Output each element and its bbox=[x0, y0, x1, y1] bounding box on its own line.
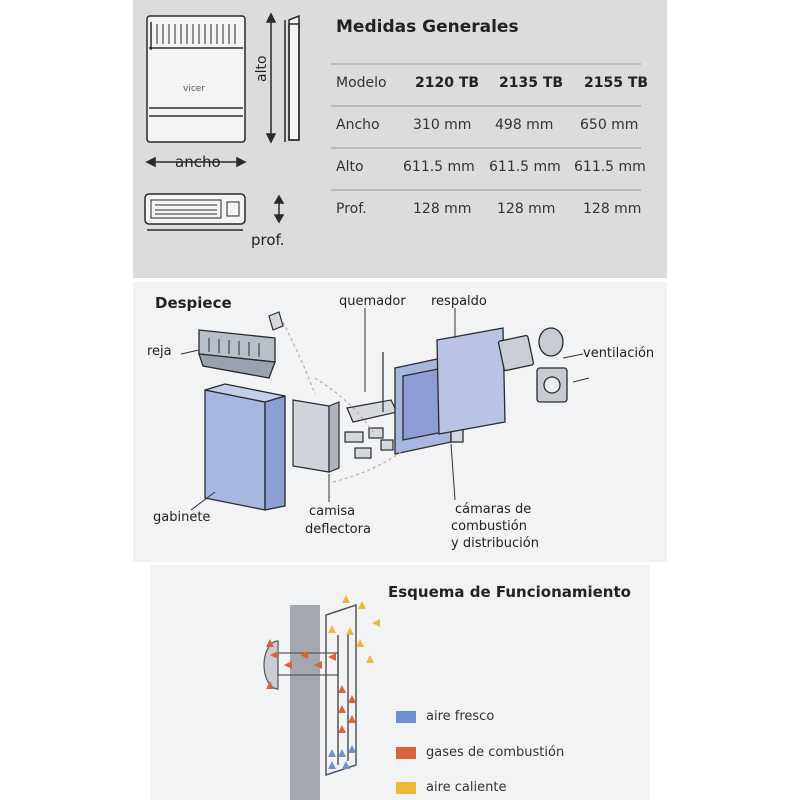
reja-part bbox=[198, 329, 276, 379]
table-header-model: 2155 TB bbox=[584, 75, 649, 91]
dim-label-ancho: ancho bbox=[175, 153, 221, 171]
quemador-part bbox=[268, 311, 398, 459]
row-label: Ancho bbox=[336, 117, 380, 133]
label-quemador: quemador bbox=[339, 294, 406, 309]
table-cell: 498 mm bbox=[495, 117, 554, 133]
medidas-drawings bbox=[144, 12, 641, 231]
table-header-model: 2135 TB bbox=[499, 75, 564, 91]
row-label: Prof. bbox=[336, 201, 367, 217]
label-reja: reja bbox=[147, 344, 172, 359]
front-view-heater bbox=[146, 15, 246, 143]
row-label: Alto bbox=[336, 159, 364, 175]
label-camaras-3: y distribución bbox=[451, 536, 539, 551]
gabinete-part bbox=[204, 383, 286, 511]
ventilacion-part bbox=[536, 327, 568, 403]
label-ventilacion: ventilación bbox=[583, 346, 655, 361]
table-cell: 128 mm bbox=[497, 201, 556, 217]
despiece-title: Despiece bbox=[155, 294, 232, 312]
legend-swatch-gases bbox=[396, 747, 416, 759]
esquema-panel: Esquema de Funcionamiento aire fresco ga… bbox=[150, 565, 650, 800]
dimension-arrows bbox=[145, 12, 285, 224]
hot-air-arrows bbox=[328, 595, 380, 663]
table-cell: 611.5 mm bbox=[574, 159, 646, 175]
table-cell: 128 mm bbox=[413, 201, 472, 217]
medidas-generales-panel: vicer alto ancho prof. Medidas Generales… bbox=[133, 0, 667, 278]
label-camaras-2: combustión bbox=[451, 519, 527, 534]
legend-label-aire-caliente: aire caliente bbox=[426, 780, 507, 795]
medidas-title: Medidas Generales bbox=[336, 17, 519, 37]
assembly-guide-lines bbox=[282, 321, 402, 483]
respaldo-part bbox=[436, 327, 535, 435]
table-cell: 611.5 mm bbox=[403, 159, 475, 175]
airflow-schematic bbox=[263, 595, 416, 800]
combustion-gas-arrows bbox=[266, 639, 356, 733]
label-gabinete: gabinete bbox=[153, 510, 211, 525]
dim-label-alto: alto bbox=[254, 55, 270, 82]
label-deflectora: deflectora bbox=[305, 522, 371, 537]
brand-logo: vicer bbox=[183, 84, 206, 94]
legend-label-gases: gases de combustión bbox=[426, 745, 565, 760]
exploded-view-drawing bbox=[180, 308, 590, 511]
outer-vent-cap bbox=[263, 640, 279, 690]
legend-label-aire-fresco: aire fresco bbox=[426, 709, 495, 724]
legend-swatch-aire-fresco bbox=[396, 711, 416, 723]
legend-swatch-aire-caliente bbox=[396, 782, 416, 794]
side-view-heater bbox=[284, 14, 300, 142]
legend-swatches bbox=[396, 711, 416, 794]
heater-outline bbox=[325, 603, 357, 777]
label-camisa: camisa bbox=[309, 504, 356, 519]
table-header-model: 2120 TB bbox=[415, 75, 480, 91]
label-respaldo: respaldo bbox=[431, 294, 487, 309]
table-header-modelo: Modelo bbox=[336, 75, 387, 91]
label-camaras-1: cámaras de bbox=[455, 502, 532, 517]
table-rules bbox=[331, 63, 641, 191]
fresh-air-arrows bbox=[328, 745, 356, 769]
despiece-panel: Despiece reja quemador respaldo ventilac… bbox=[133, 282, 667, 562]
label-leader-lines bbox=[180, 308, 590, 511]
table-cell: 650 mm bbox=[580, 117, 639, 133]
camisa-deflectora-part bbox=[292, 399, 340, 473]
wall bbox=[290, 605, 320, 800]
top-view-heater bbox=[144, 193, 246, 231]
esquema-title: Esquema de Funcionamiento bbox=[388, 583, 631, 601]
dim-label-prof: prof. bbox=[251, 231, 285, 249]
table-cell: 611.5 mm bbox=[489, 159, 561, 175]
table-cell: 310 mm bbox=[413, 117, 472, 133]
table-cell: 128 mm bbox=[583, 201, 642, 217]
